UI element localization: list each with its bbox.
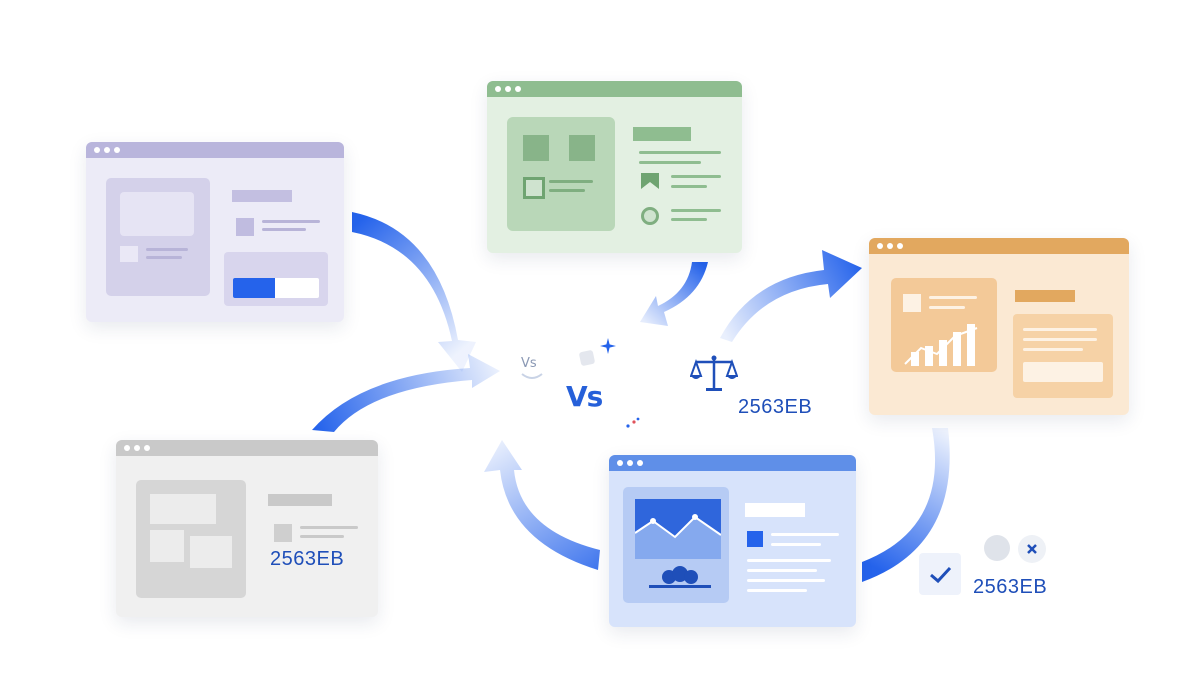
heading-bar bbox=[633, 127, 691, 141]
arrow-blue-to-center bbox=[484, 440, 600, 570]
close-icon bbox=[1027, 544, 1037, 554]
bar-chart-icon bbox=[904, 324, 978, 366]
text-line bbox=[771, 543, 821, 546]
text-line bbox=[639, 161, 701, 164]
text-line bbox=[1023, 328, 1097, 331]
text-line bbox=[929, 296, 977, 299]
text-line bbox=[671, 185, 707, 188]
text-line bbox=[549, 189, 585, 192]
window-gray: 2563EB bbox=[116, 440, 378, 617]
arrow-green-to-center bbox=[640, 262, 708, 326]
layout-tile bbox=[190, 536, 232, 568]
result-label: 2563EB bbox=[973, 576, 1048, 598]
bookmark-icon bbox=[641, 173, 659, 189]
vs-small-badge bbox=[521, 373, 543, 379]
image-card bbox=[120, 192, 194, 236]
heading-bar bbox=[745, 503, 805, 517]
gallery-tile bbox=[523, 177, 545, 199]
window-blue bbox=[609, 455, 856, 627]
close-badge bbox=[1018, 535, 1046, 563]
gray-window-label: 2563EB bbox=[270, 548, 345, 570]
text-line bbox=[671, 209, 721, 212]
window-dots bbox=[877, 243, 903, 249]
layout-tile bbox=[150, 494, 216, 524]
text-line bbox=[639, 151, 721, 154]
text-line bbox=[671, 175, 721, 178]
arrow-gray-to-center bbox=[312, 354, 500, 432]
text-line bbox=[146, 248, 188, 251]
vs-small-label: Vs bbox=[521, 356, 537, 371]
arrow-purple-to-center bbox=[352, 212, 476, 372]
text-line bbox=[300, 526, 358, 529]
thumbnail bbox=[236, 218, 254, 236]
heading-bar bbox=[1015, 290, 1075, 302]
checkmark-icon bbox=[930, 566, 952, 584]
vs-label: Vs bbox=[566, 380, 603, 413]
status-dot bbox=[984, 535, 1010, 561]
thumbnail bbox=[274, 524, 292, 542]
text-line bbox=[747, 569, 817, 572]
arrow-center-to-orange bbox=[720, 250, 862, 342]
window-green bbox=[487, 81, 742, 253]
gallery-tile bbox=[523, 135, 549, 161]
input-field bbox=[1023, 362, 1103, 382]
scale-icon bbox=[690, 355, 738, 391]
text-line bbox=[1023, 338, 1097, 341]
heading-bar bbox=[232, 190, 292, 202]
text-line bbox=[300, 535, 344, 538]
window-purple bbox=[86, 142, 344, 322]
thumbnail bbox=[120, 246, 138, 262]
window-dots bbox=[495, 86, 521, 92]
gallery-tile bbox=[569, 135, 595, 161]
window-titlebar bbox=[487, 81, 742, 97]
window-titlebar bbox=[609, 455, 856, 471]
text-line bbox=[747, 559, 831, 562]
heading-bar bbox=[268, 494, 332, 506]
window-orange bbox=[869, 238, 1129, 415]
arrow-orange-to-blue bbox=[862, 428, 950, 582]
sparkle-icon bbox=[600, 338, 616, 354]
text-line bbox=[747, 579, 825, 582]
image-icon bbox=[635, 499, 721, 559]
users-icon bbox=[649, 566, 711, 588]
thumbnail bbox=[747, 531, 763, 547]
text-line bbox=[1023, 348, 1083, 351]
window-titlebar bbox=[116, 440, 378, 456]
text-panel bbox=[1013, 314, 1113, 398]
text-line bbox=[747, 589, 807, 592]
window-titlebar bbox=[869, 238, 1129, 254]
text-line bbox=[146, 256, 182, 259]
text-line bbox=[671, 218, 707, 221]
window-dots bbox=[124, 445, 150, 451]
window-dots bbox=[617, 460, 643, 466]
layout-tile bbox=[150, 530, 184, 562]
thumbnail bbox=[903, 294, 921, 312]
text-line bbox=[771, 533, 839, 536]
text-line bbox=[262, 228, 306, 231]
checkbox-checked bbox=[919, 553, 961, 595]
text-line bbox=[262, 220, 320, 223]
window-titlebar bbox=[86, 142, 344, 158]
progress-fill bbox=[233, 278, 275, 298]
window-dots bbox=[94, 147, 120, 153]
text-line bbox=[929, 306, 965, 309]
decor-square bbox=[578, 349, 596, 367]
text-line bbox=[549, 180, 593, 183]
balance-label: 2563EB bbox=[738, 396, 813, 418]
sparkle-small-icon bbox=[626, 417, 640, 428]
avatar-circle bbox=[641, 207, 659, 225]
